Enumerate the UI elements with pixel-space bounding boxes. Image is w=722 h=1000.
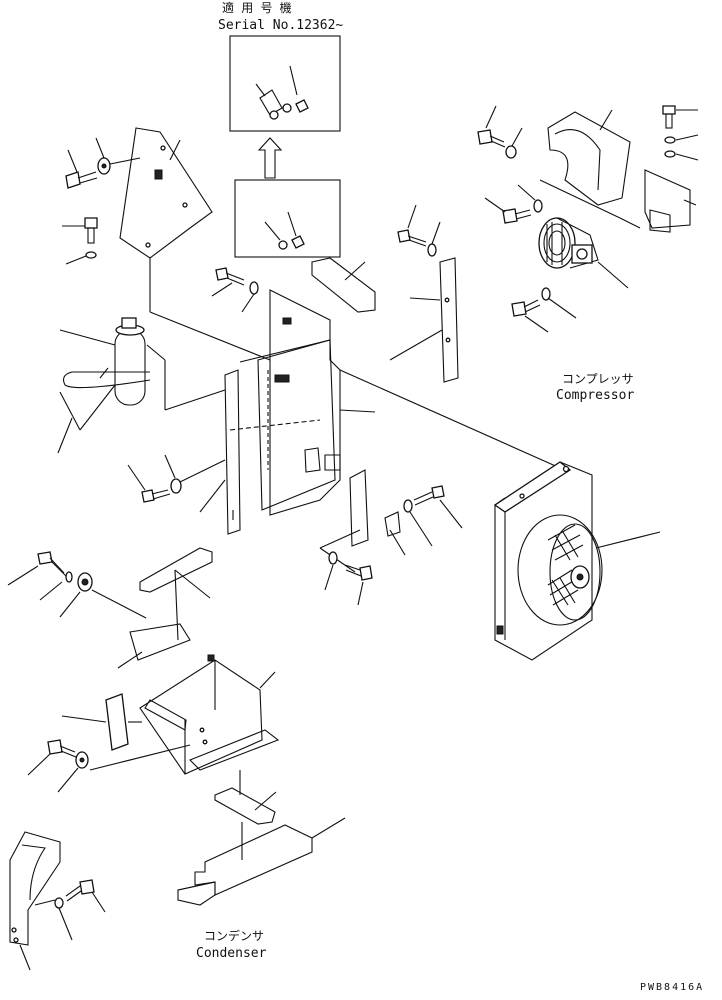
condenser-label-en: Condenser <box>196 946 267 961</box>
mounting-rail-left <box>199 369 241 535</box>
condenser-label: コンデンサ Condenser <box>196 928 267 961</box>
serial-note-jp: 適 用 号 機 <box>222 0 292 15</box>
fan-housing <box>493 461 661 661</box>
compressor-label-en: Compressor <box>556 388 634 403</box>
rubber-strip-top <box>311 257 376 313</box>
arrow-up-icon <box>257 137 283 179</box>
compressor-label-jp: コンプレッサ <box>562 372 634 386</box>
bolt-icon-9 <box>484 184 543 224</box>
center-panel <box>229 289 376 516</box>
small-bracket <box>319 469 406 573</box>
upper-bracket <box>119 127 271 361</box>
leader-line <box>339 369 561 469</box>
detail-box-new <box>229 35 341 132</box>
condenser-body <box>117 623 280 775</box>
bolt-icon-3 <box>211 267 259 313</box>
bolt-icon <box>65 149 98 189</box>
bolt-icon-12 <box>7 551 147 619</box>
bolt-icon-11 <box>511 287 577 333</box>
bolt-icon-13 <box>27 739 191 793</box>
bolt-icon-5 <box>127 454 226 503</box>
compressor-unit <box>538 217 629 289</box>
bolt-icon-4 <box>397 204 441 257</box>
receiver-dryer <box>57 317 226 454</box>
serial-note-en: Serial No.12362~ <box>218 18 343 33</box>
condenser-side-pad <box>61 693 142 751</box>
mounting-rail-right <box>389 257 459 383</box>
bolt-icon-2 <box>62 217 98 265</box>
figure-code: PWB8416A <box>640 982 704 993</box>
bolt-icon-8 <box>477 105 523 159</box>
bolt-icon-7 <box>324 551 373 606</box>
bolt-icon-14 <box>34 879 106 941</box>
compressor-bracket <box>539 109 697 233</box>
compressor-label: コンプレッサ Compressor <box>556 372 634 403</box>
condenser-top-pad <box>139 547 213 641</box>
bolt-icon-6 <box>403 485 463 547</box>
lower-left-bracket <box>9 831 61 971</box>
detail-box-old <box>234 179 341 258</box>
serial-note: 適 用 号 機 Serial No.12362~ <box>218 0 343 33</box>
condenser-label-jp: コンデンサ <box>204 928 264 943</box>
condenser-base-plate <box>177 817 346 906</box>
bolt-icon-10 <box>662 105 699 161</box>
washer-icon <box>95 137 141 175</box>
condenser-rubber-strip <box>214 770 277 825</box>
